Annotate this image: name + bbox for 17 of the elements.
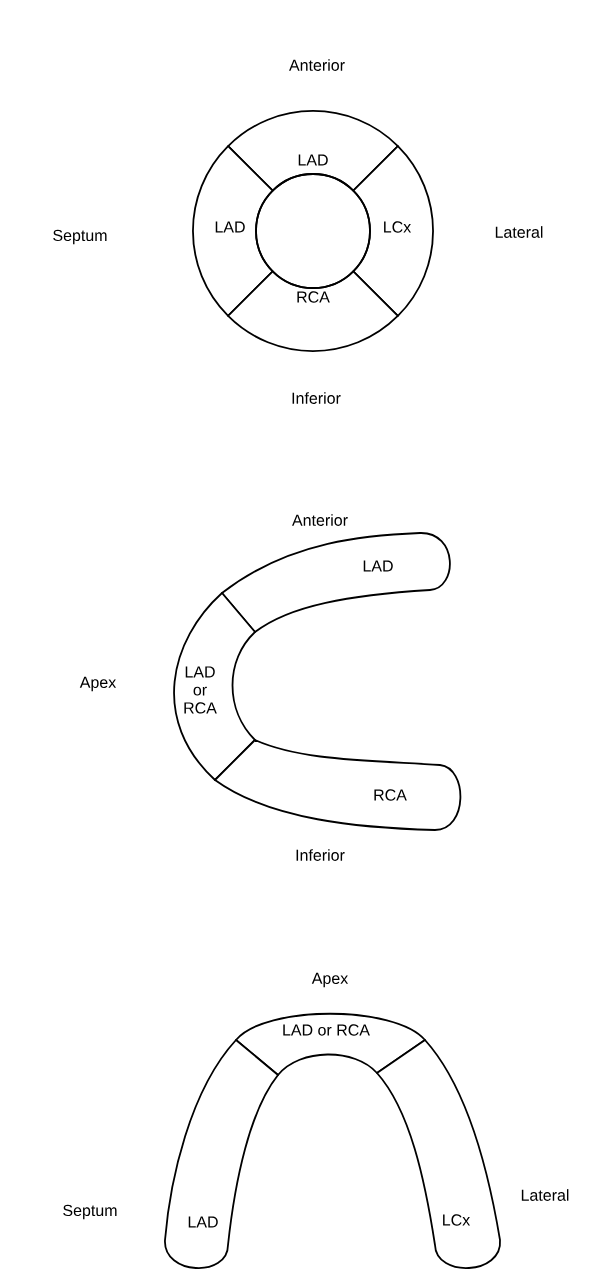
- wall-segment: LAD: [227, 110, 399, 192]
- wall-segment: LAD or RCA: [235, 1012, 426, 1076]
- wall-segment: LAD or RCA: [173, 592, 256, 781]
- view-label: Lateral: [495, 226, 543, 238]
- wall-segment: LAD: [192, 145, 274, 317]
- view-label: Apex: [311, 972, 349, 988]
- wall-segment: RCA: [214, 739, 462, 831]
- wall-segment: LCx: [376, 1039, 501, 1269]
- wall-segment: LAD: [221, 532, 451, 633]
- view-label: Septum: [53, 229, 107, 245]
- wall-segment: RCA: [227, 270, 399, 352]
- view-label: Apex: [79, 676, 117, 692]
- cavity-circle: [255, 173, 371, 289]
- wall-segment: LAD: [164, 1039, 279, 1269]
- wall-segment: LCx: [352, 145, 434, 317]
- view-label: Inferior: [292, 392, 341, 404]
- view-label: Anterior: [289, 59, 345, 71]
